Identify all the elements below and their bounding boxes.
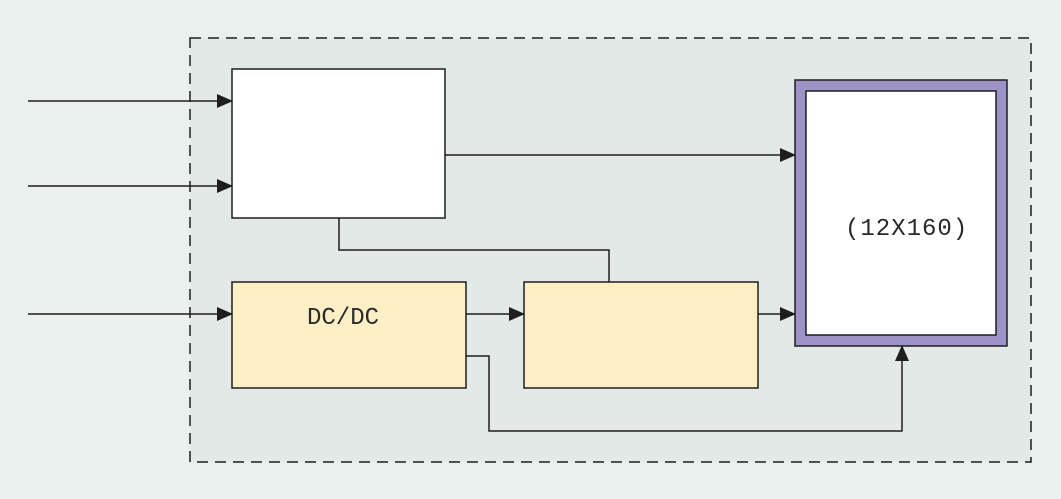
dcdc-block bbox=[231, 281, 467, 389]
arrow-dcdc-to-display bbox=[466, 345, 909, 432]
display-inner-panel bbox=[805, 90, 997, 336]
line-topleft-to-middle bbox=[338, 218, 610, 282]
dcdc-label: DC/DC bbox=[307, 305, 380, 332]
top-left-block bbox=[231, 68, 446, 219]
middle-block bbox=[523, 281, 759, 389]
display-resolution-label: (12X160) bbox=[845, 216, 969, 243]
